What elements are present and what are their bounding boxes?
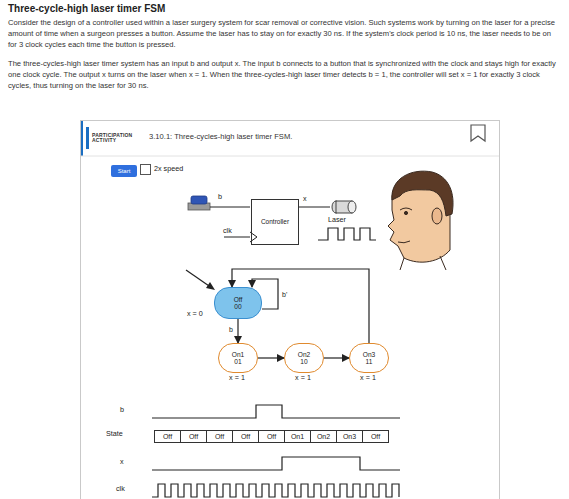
node-text: Off: [371, 433, 380, 441]
part-name: Laser: [328, 216, 346, 224]
surgeon-face-part: [398, 241, 410, 243]
state-cell: On2: [310, 430, 337, 443]
node-text: On1: [291, 433, 304, 441]
signal-wire: [210, 207, 330, 242]
panel-accent-part: [80, 156, 500, 157]
page-title: Three-cycle-high laser timer FSM: [8, 3, 165, 15]
node-text: Off: [189, 433, 198, 441]
initial-state-arrow: [186, 270, 215, 290]
panel-heading: 3.10.1: Three-cycles-high laser timer FS…: [149, 133, 292, 141]
signal-name: b: [120, 406, 124, 414]
node-text: Start: [118, 168, 131, 175]
output-label: x = 1: [295, 374, 311, 382]
surgeon-face-part: [400, 256, 446, 270]
start-button: Start: [111, 165, 137, 177]
checkbox-part: [141, 165, 151, 175]
state-cell: On1: [284, 430, 311, 443]
output-label: x = 1: [229, 374, 245, 382]
paragraph: Consider the design of a controller used…: [8, 17, 561, 50]
state-cell: Off: [180, 430, 207, 443]
activity-panel: 3.10.1: Three-cycles-high laser timer FS…: [80, 120, 500, 499]
option-label: 2x speed: [154, 165, 183, 173]
output-label: x = 1: [360, 374, 376, 382]
signal-name: x: [120, 458, 124, 466]
node-text: PARTICIPATION ACTIVITY: [92, 133, 136, 144]
node-text: Off: [241, 433, 250, 441]
surgeon-face-part: [404, 211, 407, 214]
output-label: x = 0: [187, 310, 203, 318]
panel-accent: [80, 120, 500, 156]
push-button: [188, 196, 210, 210]
laser-symbol-part: [348, 201, 356, 213]
node-text: Controller: [261, 218, 289, 225]
laser-pulse-waveform: [318, 228, 376, 240]
state-cell: Off: [206, 430, 233, 443]
node-text: On2: [298, 351, 310, 358]
signal-name: clk: [116, 485, 125, 493]
node-text: Off: [234, 296, 243, 303]
state-node: On101: [218, 343, 258, 373]
surgeon-face-part: [432, 208, 442, 224]
laser-symbol: [332, 201, 356, 213]
timing-waveform-part: [152, 484, 399, 497]
signal-name: clk: [223, 227, 232, 235]
node-text: Off: [163, 433, 172, 441]
surgeon-face: [388, 171, 453, 270]
transition-label: b: [228, 326, 234, 334]
initial-state-arrow-part: [206, 282, 215, 290]
push-button-part: [191, 196, 207, 204]
transition-label: b': [281, 291, 288, 299]
timing-waveform-part: [152, 405, 400, 418]
node-text: On2: [317, 433, 330, 441]
activity-tag: PARTICIPATION ACTIVITY: [86, 127, 142, 149]
bookmark-icon: [471, 125, 485, 141]
node-text: 11: [366, 358, 373, 365]
node-text: 00: [234, 303, 241, 310]
state-node: On311: [349, 343, 389, 373]
state-node: Off00: [214, 287, 262, 319]
state-cell: On3: [336, 430, 363, 443]
state-cell: Off: [362, 430, 389, 443]
state-cell: Off: [154, 430, 181, 443]
transition-arrow: [258, 357, 284, 358]
signal-wire-part: [210, 207, 250, 208]
paragraph: The three-cycles-high laser timer system…: [8, 58, 561, 91]
node-text: On3: [363, 351, 375, 358]
laser-pulse-waveform-part: [318, 228, 376, 240]
surgeon-face-part: [392, 171, 453, 216]
state-node: On210: [284, 343, 324, 373]
node-text: Off: [215, 433, 224, 441]
node-text: Off: [267, 433, 276, 441]
node-text: 01: [234, 358, 241, 365]
state-cell: Off: [232, 430, 259, 443]
timing-waveform: [152, 405, 400, 497]
signal-wire-part: [298, 207, 330, 208]
state-cell: Off: [258, 430, 285, 443]
node-text: On1: [232, 351, 244, 358]
signal-name: State: [106, 430, 123, 438]
node-text: 10: [300, 358, 307, 365]
bookmark-icon-part: [471, 125, 485, 141]
timing-waveform-part: [152, 457, 400, 470]
signal-wire-part: [224, 237, 250, 238]
controller-box: Controller: [251, 199, 299, 245]
node-text: On3: [343, 433, 356, 441]
transition-arrow: [324, 357, 349, 358]
signal-name: b: [218, 193, 222, 201]
checkbox: [141, 165, 151, 175]
transition-arrow: [237, 319, 238, 343]
surgeon-face-part: [400, 208, 412, 210]
signal-name: x: [303, 195, 307, 203]
